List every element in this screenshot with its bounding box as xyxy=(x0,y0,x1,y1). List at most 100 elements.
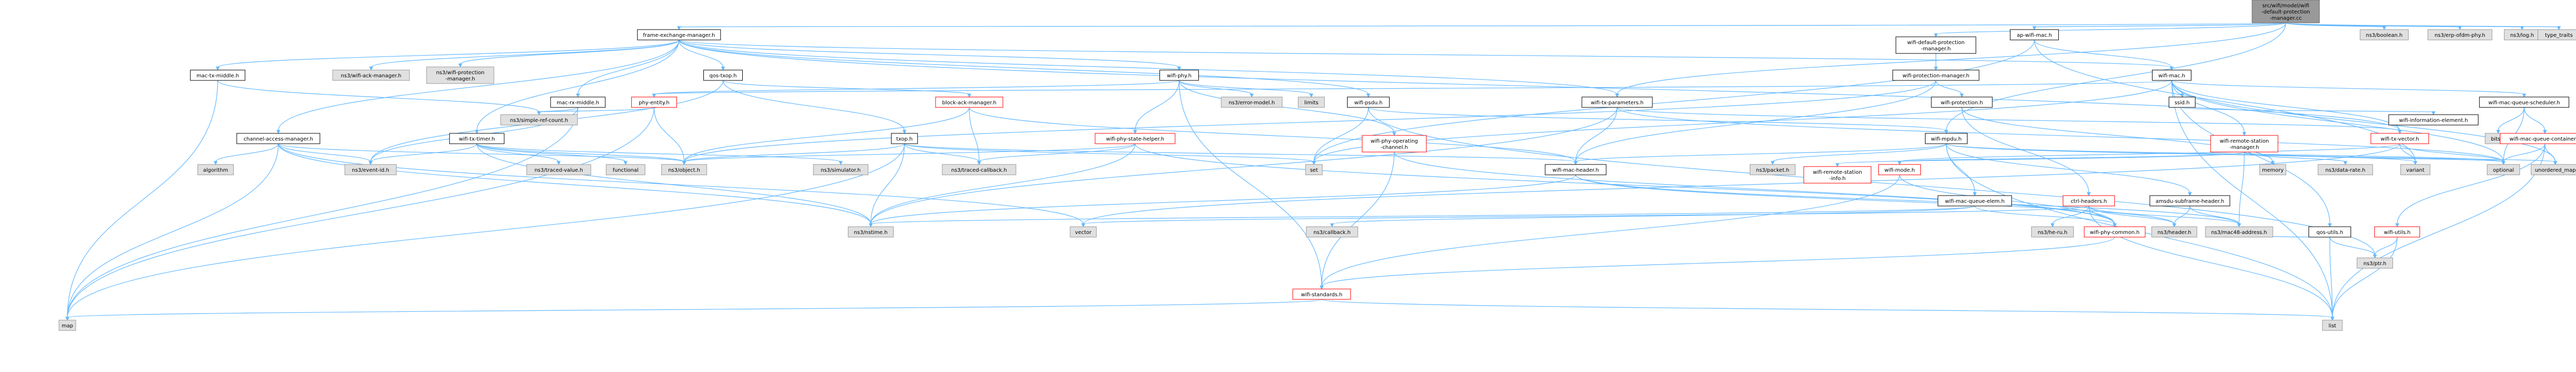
edge-fem-to-wifipsdu xyxy=(678,39,1369,95)
edge-arrowhead xyxy=(652,93,656,98)
node-mac-tx-middle-h[interactable]: mac-tx-middle.h xyxy=(190,70,246,81)
edge-amsdu-to-mac48 xyxy=(2189,205,2240,225)
node-label: ns3/wifi-protection xyxy=(436,70,484,76)
edge-arrowhead xyxy=(2188,192,2192,197)
node-box xyxy=(550,97,606,108)
edge-root-to-wmpdu xyxy=(1946,22,2286,131)
edge-wmqe-to-nstime xyxy=(870,205,1975,225)
node-label: ns3/mac48-address.h xyxy=(2211,230,2267,236)
node-wifi-mac-header-h[interactable]: wifi-mac-header.h xyxy=(1545,164,1607,175)
node-ns3-wifi-ack-manager-h: ns3/wifi-ack-manager.h xyxy=(332,70,410,81)
edge-arrowhead xyxy=(2330,316,2334,321)
edge-phyentity-to-nsobject xyxy=(654,107,685,162)
node-box xyxy=(197,164,234,175)
edge-arrowhead xyxy=(1366,93,1370,98)
node-phy-entity-h[interactable]: phy-entity.h xyxy=(631,97,677,108)
node-label: qos-txop.h xyxy=(710,73,737,79)
node-wifi-phy-common-h[interactable]: wifi-phy-common.h xyxy=(2084,226,2146,238)
node-label: ns3/object.h xyxy=(668,168,700,173)
node-amsdu-subframe-header-h[interactable]: amsdu-subframe-header.h xyxy=(2149,195,2230,206)
node-label: -channel.h xyxy=(1381,145,1408,150)
edge-arrowhead xyxy=(2237,223,2241,228)
node-mac-rx-middle-h[interactable]: mac-rx-middle.h xyxy=(550,97,606,108)
node-wifi-tx-timer-h[interactable]: wifi-tx-timer.h xyxy=(449,133,505,144)
node-label: wifi-phy-operating xyxy=(1370,139,1418,144)
node-wifi-remote-station-info-h[interactable]: wifi-remote-station-info.h xyxy=(1803,166,1872,184)
node-wifi-mode-h[interactable]: wifi-mode.h xyxy=(1878,164,1921,175)
node-wifi-remote-station-manager-h[interactable]: wifi-remote-station-manager.h xyxy=(2210,135,2278,153)
node-wifi-mac-queue-scheduler-h[interactable]: wifi-mac-queue-scheduler.h xyxy=(2479,97,2569,108)
node-wifi-tx-vector-h[interactable]: wifi-tx-vector.h xyxy=(2370,133,2429,144)
node-block-ack-manager-h[interactable]: block-ack-manager.h xyxy=(935,97,1003,108)
node-box xyxy=(1159,70,1199,81)
edge-wrsm-to-umap xyxy=(2244,151,2556,162)
node-label: -info.h xyxy=(1829,176,1846,182)
node-wifi-protection-manager-h[interactable]: wifi-protection-manager.h xyxy=(1892,70,1979,81)
edge-arrowhead xyxy=(2172,223,2176,228)
edge-arrowhead xyxy=(2398,130,2402,134)
edge-fem-to-wtxtimer xyxy=(476,39,680,131)
edge-wpm-to-wprot xyxy=(1935,80,1962,95)
node-wifi-tx-parameters-h[interactable]: wifi-tx-parameters.h xyxy=(1581,97,1653,108)
edge-arrowhead xyxy=(2496,130,2500,134)
node-src-wifi-model-wifi-default-protection-manager-cc[interactable]: src/wifi/model/wifi-default-protection-m… xyxy=(2252,0,2320,23)
edge-wmqe-to-callback xyxy=(1332,205,1975,225)
node-channel-access-manager-h[interactable]: channel-access-manager.h xyxy=(236,133,320,144)
node-wifi-phy-state-helper-h[interactable]: wifi-phy-state-helper.h xyxy=(1095,133,1176,144)
node-label: ns3/wifi-ack-manager.h xyxy=(341,73,402,79)
edge-wifimac-to-wrsm xyxy=(2171,80,2245,133)
edge-arrowhead xyxy=(576,93,580,98)
edge-arrowhead xyxy=(2032,26,2036,31)
node-box xyxy=(1581,97,1653,108)
node-ssid-h[interactable]: ssid.h xyxy=(2169,97,2196,108)
node-label: wifi-remote-station xyxy=(2220,139,2269,144)
node-wifi-phy-operating-channel-h[interactable]: wifi-phy-operating-channel.h xyxy=(1362,135,1427,153)
node-wifi-standards-h[interactable]: wifi-standards.h xyxy=(1292,288,1351,300)
edge-wprot-to-ctrlh xyxy=(1961,107,2089,194)
node-vector: vector xyxy=(1070,226,1097,238)
node-wifi-phy-h[interactable]: wifi-phy.h xyxy=(1159,70,1199,81)
edge-bam-to-tracedcb xyxy=(969,107,980,162)
edge-arrowhead xyxy=(1973,192,1977,197)
node-ns3-error-model-h: ns3/error-model.h xyxy=(1221,97,1283,108)
node-wifi-mac-queue-container-h[interactable]: wifi-mac-queue-container.h xyxy=(2500,133,2576,144)
node-wifi-mac-queue-elem-h[interactable]: wifi-mac-queue-elem.h xyxy=(1937,195,2012,206)
node-wifi-default-protection-manager-h[interactable]: wifi-default-protection-manager.h xyxy=(1895,36,1976,54)
edge-arrowhead xyxy=(2431,111,2436,116)
node-txop-h[interactable]: txop.h xyxy=(891,133,918,144)
edge-cam-to-vector xyxy=(278,143,1084,225)
node-label: map xyxy=(62,323,73,329)
node-box xyxy=(344,164,397,175)
node-wifi-mpdu-h[interactable]: wifi-mpdu.h xyxy=(1924,133,1968,144)
edge-fem-to-wifiphy xyxy=(678,39,1180,68)
edge-wstd-to-map xyxy=(67,299,1322,318)
node-wifi-information-element-h[interactable]: wifi-information-element.h xyxy=(2388,114,2479,126)
node-list: list xyxy=(2322,320,2343,331)
node-box xyxy=(942,164,1016,175)
node-ap-wifi-mac-h[interactable]: ap-wifi-mac.h xyxy=(2009,29,2059,40)
node-label: -default-protection xyxy=(2261,9,2310,15)
node-qos-utils-h[interactable]: qos-utils.h xyxy=(2308,226,2352,238)
node-wifi-psdu-h[interactable]: wifi-psdu.h xyxy=(1347,97,1390,108)
node-box xyxy=(2322,320,2343,331)
edge-cam-to-nstime xyxy=(278,143,871,225)
edge-wifimode-to-wstd xyxy=(1321,174,1900,287)
node-label: memory xyxy=(2262,168,2284,173)
node-box xyxy=(2537,29,2576,40)
node-frame-exchange-manager-h[interactable]: frame-exchange-manager.h xyxy=(637,29,721,40)
edge-arrowhead xyxy=(1934,66,1938,71)
node-qos-txop-h[interactable]: qos-txop.h xyxy=(703,70,743,81)
edge-arrowhead xyxy=(2557,26,2561,31)
node-label: wifi-information-element.h xyxy=(2399,118,2468,123)
node-wifi-mac-h[interactable]: wifi-mac.h xyxy=(2152,70,2191,81)
edge-wtxparams-to-wmh xyxy=(1575,107,1618,162)
node-wifi-utils-h[interactable]: wifi-utils.h xyxy=(2374,226,2421,238)
node-label: wifi-mpdu.h xyxy=(1931,136,1961,142)
edge-arrowhead xyxy=(2113,223,2117,228)
edge-ctrlh-to-mac48 xyxy=(2088,205,2240,225)
edge-txop-to-wmh xyxy=(904,143,1576,162)
node-label: ns3/event-id.h xyxy=(352,168,389,173)
node-wifi-protection-h[interactable]: wifi-protection.h xyxy=(1931,97,1993,108)
node-ctrl-headers-h[interactable]: ctrl-headers.h xyxy=(2062,195,2115,206)
node-label: wifi-mode.h xyxy=(1885,168,1915,173)
